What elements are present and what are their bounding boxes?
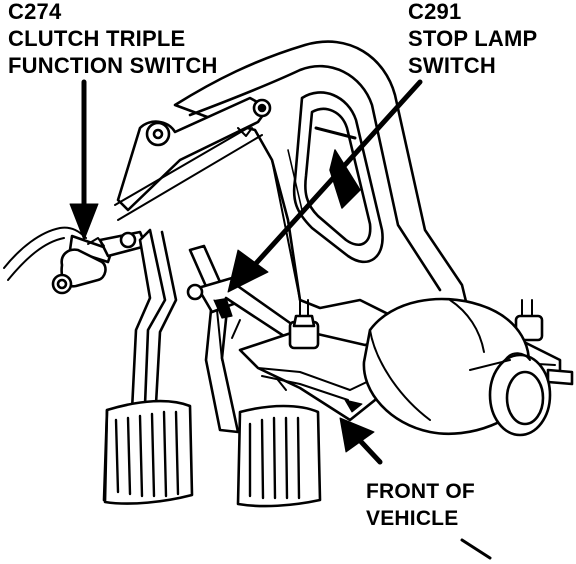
- front-line1: FRONT OF: [366, 480, 475, 503]
- c274-line2: FUNCTION SWITCH: [8, 53, 218, 78]
- callout-arrows: [69, 79, 492, 560]
- c291-line1: STOP LAMP: [408, 26, 538, 51]
- front-of-vehicle-label: FRONT OF VEHICLE: [366, 478, 475, 532]
- c274-code: C274: [8, 0, 62, 24]
- c274-line1: CLUTCH TRIPLE: [8, 26, 186, 51]
- c291-arrow: [247, 79, 423, 273]
- brake-pedal: [188, 244, 322, 508]
- brake-booster: [362, 297, 552, 437]
- c291-stop-lamp-switch-label: C291 STOP LAMP SWITCH: [408, 0, 537, 79]
- clutch-pedal: [102, 228, 194, 505]
- clutch-linkage: [114, 96, 272, 221]
- c291-line2: SWITCH: [408, 53, 496, 78]
- stop-lamp-switch: [186, 276, 302, 342]
- c291-code: C291: [408, 0, 462, 24]
- clutch-triple-function-switch: [3, 226, 148, 295]
- front-line2: VEHICLE: [366, 507, 459, 530]
- c274-clutch-switch-label: C274 CLUTCH TRIPLE FUNCTION SWITCH: [8, 0, 218, 79]
